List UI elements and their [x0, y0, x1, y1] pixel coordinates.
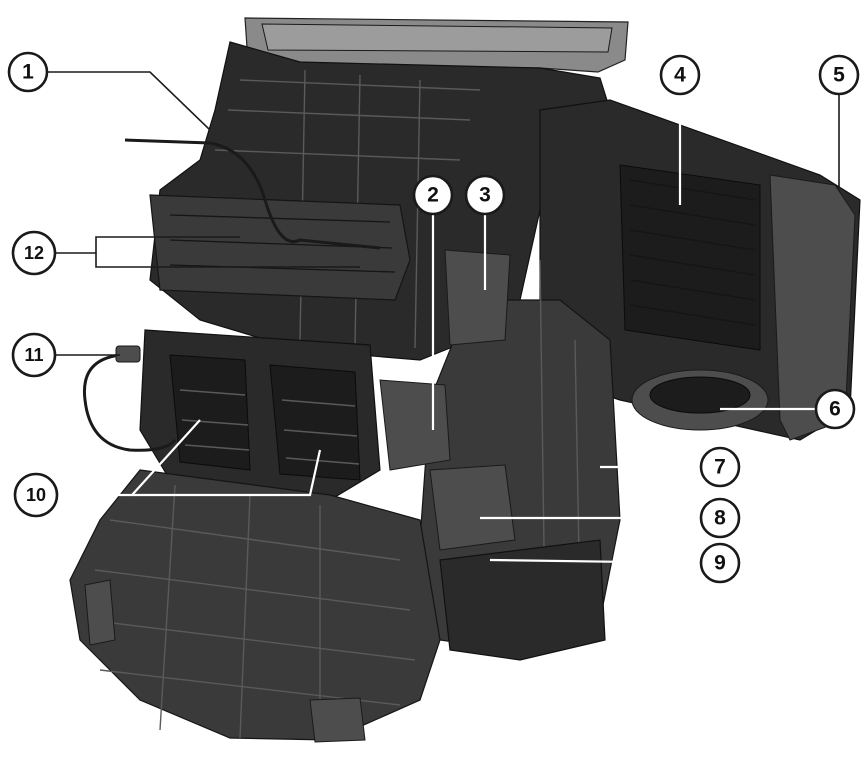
callout-6-label: 6: [829, 398, 841, 421]
callout-4-label: 4: [674, 64, 686, 87]
lower-housing: [69, 469, 441, 741]
callout-12-label: 12: [24, 243, 44, 263]
hvac-housing-illustration: [69, 17, 861, 743]
callout-6: 6: [814, 388, 856, 430]
callout-2: 2: [412, 174, 454, 216]
wiring-harness: [124, 138, 381, 250]
callout-7-label: 7: [714, 456, 726, 479]
leader-lines: [48, 71, 840, 565]
callout-12: 12: [11, 230, 57, 276]
callout-5-label: 5: [833, 64, 845, 87]
top-intake-duct-rim: [261, 23, 613, 53]
right-vent-grille: [269, 364, 361, 481]
callout-3-label: 3: [479, 184, 491, 207]
callout-9: 9: [699, 542, 741, 584]
callout-7: 7: [699, 446, 741, 488]
upper-tray: [149, 194, 411, 301]
filter-element: [619, 164, 761, 351]
callout-10-label: 10: [26, 485, 46, 505]
callout-2-label: 2: [427, 184, 439, 207]
callout-1-label: 1: [22, 61, 34, 84]
sensor-connector: [115, 345, 141, 363]
callout-1: 1: [7, 51, 49, 93]
callout-5: 5: [818, 54, 860, 96]
bottom-right-case: [439, 539, 606, 661]
callout-8-label: 8: [714, 507, 726, 530]
callout-9-label: 9: [714, 552, 726, 575]
callout-3: 3: [464, 174, 506, 216]
callout-11-label: 11: [24, 345, 43, 365]
callout-10: 10: [13, 472, 59, 518]
callout-8: 8: [699, 497, 741, 539]
blend-door-actuator: [444, 249, 511, 346]
actuator-motor: [429, 464, 516, 551]
sensor-wire: [82, 353, 177, 452]
callout-11: 11: [11, 332, 57, 378]
left-vent-grille: [169, 354, 251, 471]
callout-4: 4: [659, 54, 701, 96]
lower-pipe-fitting: [309, 697, 366, 743]
mode-door-actuator: [379, 379, 451, 471]
